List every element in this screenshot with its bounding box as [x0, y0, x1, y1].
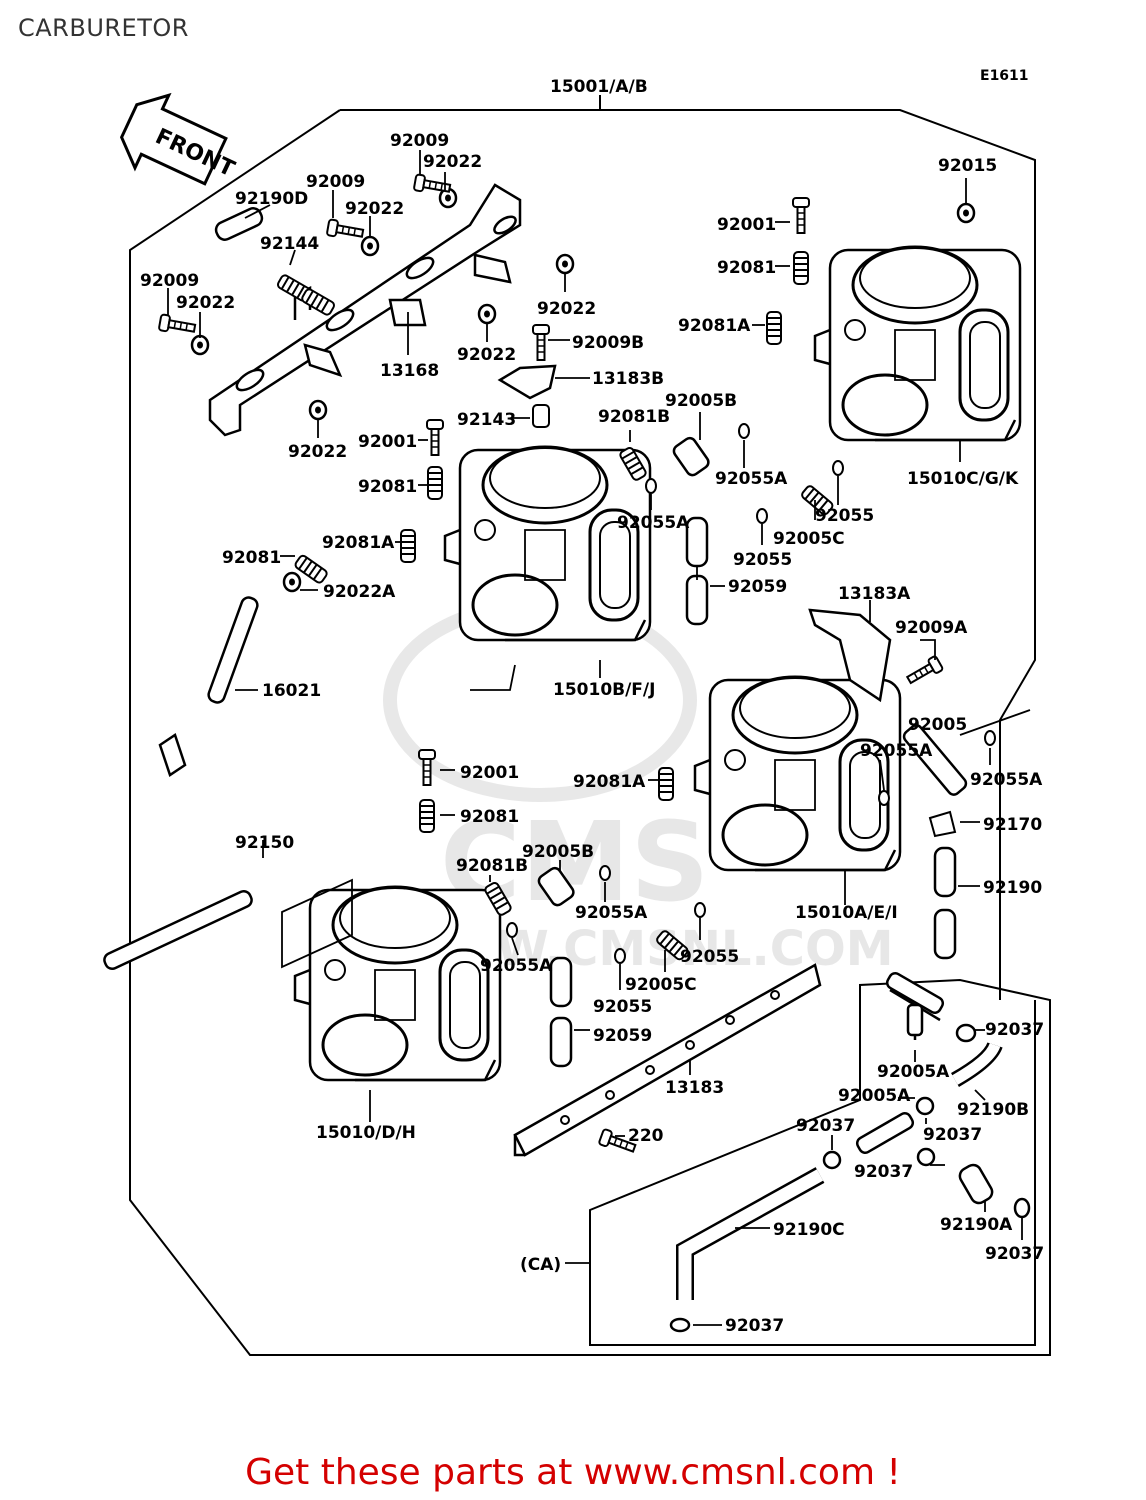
part-label: 92005C — [625, 975, 697, 995]
part-label: 92022 — [537, 299, 596, 319]
part-label: 92190A — [940, 1215, 1013, 1235]
bracket-13183a-icon — [808, 608, 892, 703]
part-label: 92055 — [680, 947, 739, 967]
leader-lines — [167, 150, 1031, 1326]
washer-92022-icon — [555, 253, 575, 275]
part-label: 92055 — [593, 997, 652, 1017]
fuel-hose-assembly — [669, 972, 1031, 1333]
part-label: 92005 — [908, 715, 967, 735]
part-label: 92009A — [895, 618, 968, 638]
part-label: 92037 — [985, 1244, 1044, 1264]
screw-92009-icon — [325, 218, 365, 243]
washer-92022-icon — [308, 399, 328, 421]
washer-92022-icon — [360, 235, 380, 257]
part-label: 92055A — [970, 770, 1043, 790]
part-label: 92081 — [717, 258, 776, 278]
part-label: 92190C — [773, 1220, 845, 1240]
part-label: 92022A — [323, 582, 396, 602]
part-label: 92009B — [572, 333, 644, 353]
assembly-label: 15001/A/B — [550, 77, 648, 97]
part-label: 92144 — [260, 234, 319, 254]
part-label: 15010B/F/J — [553, 680, 655, 700]
part-label: 92005B — [522, 842, 594, 862]
part-label: 92005A — [838, 1086, 911, 1106]
part-label: 92055A — [575, 903, 648, 923]
screw-92009-icon — [157, 313, 197, 338]
part-label: 92190 — [983, 878, 1042, 898]
clip-92170-icon — [928, 810, 957, 838]
part-label: 92001 — [358, 432, 417, 452]
part-label: 92001 — [717, 215, 776, 235]
part-label: 92055 — [733, 550, 792, 570]
rod-92150-icon — [103, 889, 253, 971]
part-label: 92055A — [715, 469, 788, 489]
part-label: 92081B — [456, 856, 528, 876]
part-label: 13183 — [665, 1078, 724, 1098]
diagram-frame — [129, 95, 1051, 1356]
carburetor-15010c — [766, 197, 1022, 442]
part-label: 92059 — [593, 1026, 652, 1046]
part-label: (CA) — [520, 1255, 561, 1275]
part-label: 92081A — [678, 316, 751, 336]
part-label: 92055A — [617, 513, 690, 533]
part-label: 92022 — [457, 345, 516, 365]
carburetor-exploded-diagram: CMS WWW.CMSNL.COM FRONT — [103, 68, 1051, 1356]
part-label: 92055 — [815, 506, 874, 526]
part-label: 92009 — [140, 271, 199, 291]
part-label: 92015 — [938, 156, 997, 176]
part-label: 92081A — [573, 772, 646, 792]
page-title: CARBURETOR — [18, 14, 189, 42]
part-label: 92190B — [957, 1100, 1029, 1120]
part-label: 92037 — [796, 1116, 855, 1136]
part-label: 15010C/G/K — [907, 469, 1019, 489]
part-label: 92005B — [665, 391, 737, 411]
part-label: 92150 — [235, 833, 294, 853]
front-arrow-icon: FRONT — [119, 92, 238, 186]
part-label: 92022 — [288, 442, 347, 462]
part-label: 13183A — [838, 584, 911, 604]
part-label: 92055A — [860, 741, 933, 761]
part-label: 92081 — [460, 807, 519, 827]
part-label: 92022 — [423, 152, 482, 172]
part-label: 92005C — [773, 529, 845, 549]
plate-13183b-icon — [497, 364, 557, 400]
part-label: 92170 — [983, 815, 1042, 835]
collar-92143-icon — [532, 404, 550, 428]
part-label: 92001 — [460, 763, 519, 783]
part-label: 13168 — [380, 361, 439, 381]
part-label: 13183B — [592, 369, 664, 389]
part-label: 16021 — [262, 681, 321, 701]
part-label: 92037 — [854, 1162, 913, 1182]
part-labels: E1611 15001/A/B 92009 92022 92009 92022 … — [140, 68, 1044, 1336]
part-label: 92022 — [176, 293, 235, 313]
carburetor-15010b — [158, 419, 844, 777]
part-label: 92037 — [985, 1020, 1044, 1040]
screw-92009b-icon — [532, 324, 550, 361]
part-label: 15010/D/H — [316, 1123, 416, 1143]
part-label: 92143 — [457, 410, 516, 430]
part-label: 92190D — [235, 189, 308, 209]
washer-92022-icon — [477, 303, 497, 325]
part-label: 92005A — [877, 1062, 950, 1082]
part-label: 92059 — [728, 577, 787, 597]
part-label: 92081 — [222, 548, 281, 568]
footer-link[interactable]: Get these parts at www.cmsnl.com ! — [245, 1452, 901, 1493]
part-label: 92055A — [480, 956, 553, 976]
part-label: 92022 — [345, 199, 404, 219]
cable-16021-icon — [207, 596, 259, 704]
part-label: 92081 — [358, 477, 417, 497]
part-label: 15010A/E/I — [795, 903, 898, 923]
washer-92022-icon — [190, 334, 210, 356]
part-label: 92037 — [923, 1125, 982, 1145]
part-label: 92009 — [390, 131, 449, 151]
part-label: 92009 — [306, 172, 365, 192]
part-label: 220 — [628, 1126, 664, 1146]
part-label: 92081B — [598, 407, 670, 427]
plate-13183-icon — [513, 963, 822, 1157]
carburetor-15010a — [658, 608, 996, 960]
part-label: 92037 — [725, 1316, 784, 1336]
carburetor-15010 — [103, 749, 706, 1082]
part-label: 92081A — [322, 533, 395, 553]
diagram-code: E1611 — [980, 68, 1029, 84]
